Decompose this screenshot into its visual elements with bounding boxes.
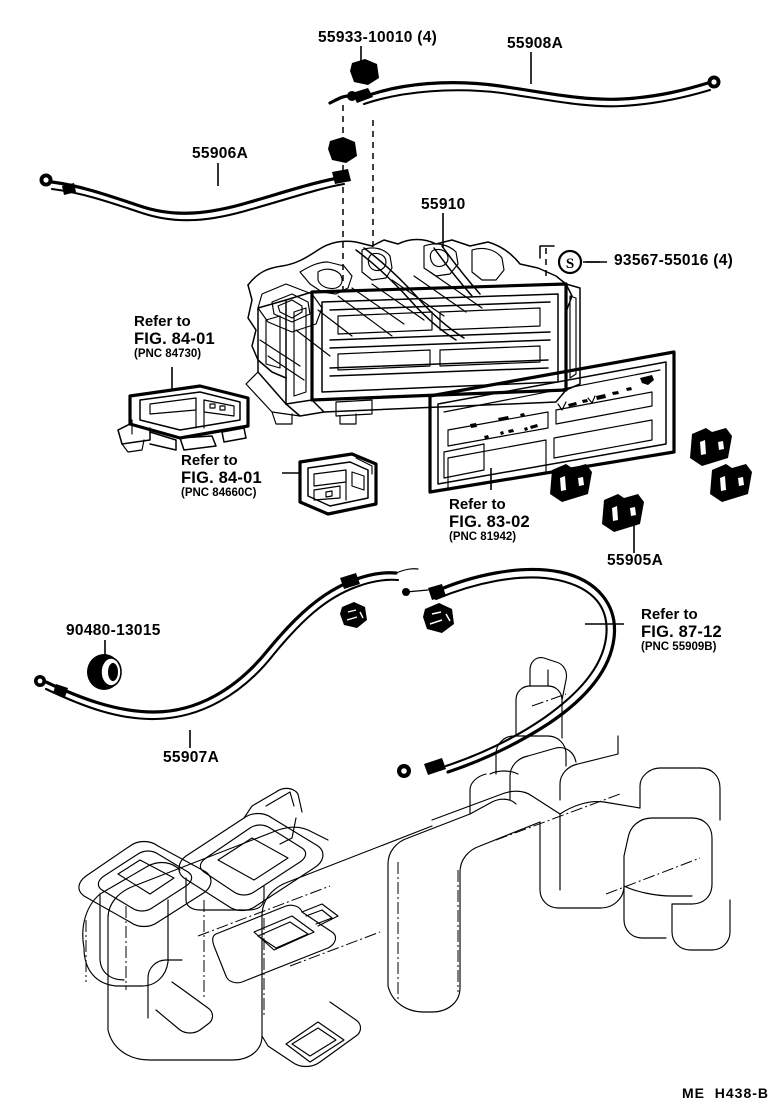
reference-81942-line1: Refer to bbox=[449, 496, 506, 513]
label-55906a: 55906A bbox=[192, 145, 249, 162]
reference-84730-line3: (PNC 84730) bbox=[134, 348, 202, 360]
control-panel-faceplate bbox=[428, 350, 676, 494]
reference-55909b-line2: FIG. 87-12 bbox=[641, 623, 722, 641]
cable-clip-55933-lower bbox=[328, 137, 357, 163]
assembly-dash-lines bbox=[342, 105, 374, 290]
control-cable-55908a bbox=[328, 75, 721, 108]
heater-control-assembly-55910 bbox=[245, 238, 581, 425]
control-cable-55907a bbox=[34, 568, 419, 721]
reference-81942-line2: FIG. 83-02 bbox=[449, 513, 530, 531]
footer-code: ME H438-B bbox=[682, 1085, 768, 1101]
reference-81942-line3: (PNC 81942) bbox=[449, 531, 517, 543]
label-55933-10010: 55933-10010 (4) bbox=[318, 29, 438, 46]
reference-81942: Refer to FIG. 83-02 (PNC 81942) bbox=[449, 496, 530, 544]
reference-55909b-line3: (PNC 55909B) bbox=[641, 641, 717, 653]
reference-84730-line1: Refer to bbox=[134, 313, 191, 330]
label-55908a: 55908A bbox=[507, 35, 564, 52]
reference-84660c-line1: Refer to bbox=[181, 452, 238, 469]
cable-clip-mid-right bbox=[423, 603, 454, 633]
label-55907a: 55907A bbox=[163, 749, 220, 766]
reference-84660c-line2: FIG. 84-01 bbox=[181, 469, 262, 487]
cable-clamp-55905a-4 bbox=[710, 464, 752, 502]
reference-84660c: Refer to FIG. 84-01 (PNC 84660C) bbox=[181, 452, 262, 500]
label-55905a: 55905A bbox=[607, 552, 664, 569]
cable-clamp-55905a-3 bbox=[690, 428, 732, 466]
reference-84660c-line3: (PNC 84660C) bbox=[181, 487, 257, 499]
screw-symbol-93567: S bbox=[539, 245, 600, 278]
label-90480-13015: 90480-13015 bbox=[66, 622, 161, 639]
control-cable-55909b bbox=[397, 567, 617, 778]
cable-clip-55933-upper bbox=[350, 59, 379, 85]
cable-clip-mid-left bbox=[340, 602, 367, 628]
cable-clamp-55905a-2 bbox=[602, 494, 644, 532]
label-55910: 55910 bbox=[421, 196, 466, 213]
switch-connector-84660c bbox=[298, 452, 378, 516]
grommet-90480-13015 bbox=[87, 654, 122, 690]
control-cable-55906a bbox=[39, 169, 351, 222]
cable-clamp-55905a-1 bbox=[550, 464, 592, 502]
reference-55909b-line1: Refer to bbox=[641, 606, 698, 623]
reference-55909b: Refer to FIG. 87-12 (PNC 55909B) bbox=[641, 606, 722, 654]
heater-blower-unit bbox=[78, 657, 731, 1068]
switch-connector-84730 bbox=[117, 384, 250, 453]
svg-text:S: S bbox=[566, 256, 574, 272]
reference-84730-line2: FIG. 84-01 bbox=[134, 330, 215, 348]
label-93567-55016: 93567-55016 (4) bbox=[614, 252, 734, 269]
reference-84730: Refer to FIG. 84-01 (PNC 84730) bbox=[134, 313, 215, 361]
